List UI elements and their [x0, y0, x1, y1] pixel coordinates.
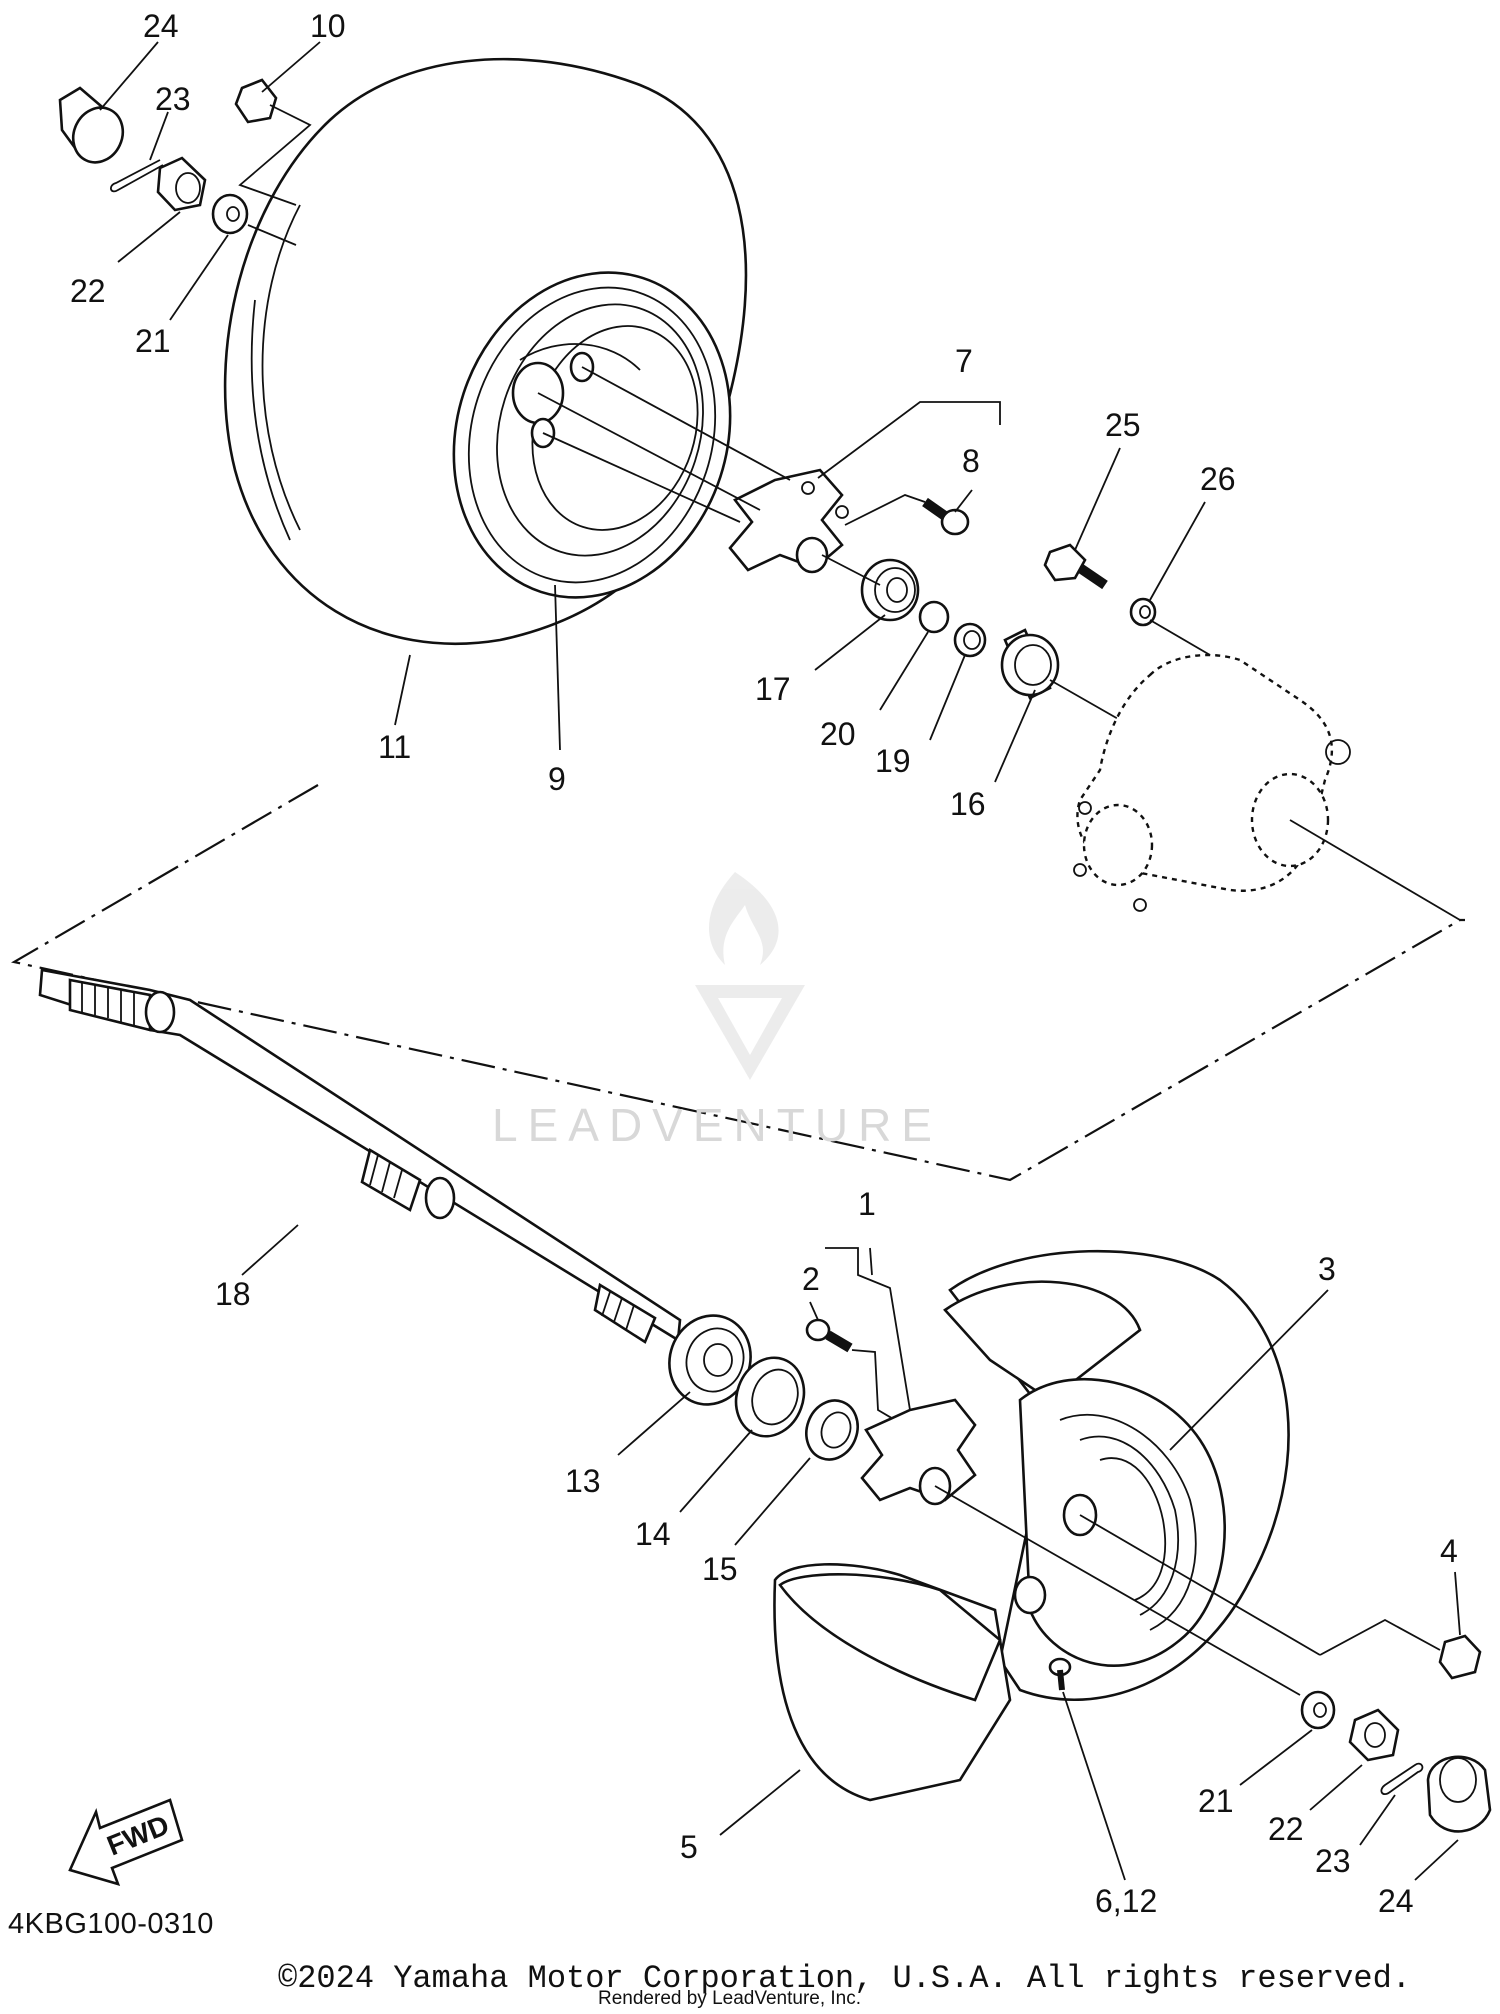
oil-seal-15: [805, 1399, 859, 1461]
o-ring-20: [918, 600, 950, 634]
diagram-code: 4KBG100-0310: [8, 1908, 214, 1940]
nut-4: [1438, 1634, 1482, 1680]
leader-lines-upper: [99, 41, 1206, 783]
callout-23-upper: 23: [155, 81, 191, 117]
callout-15: 15: [702, 1551, 738, 1587]
callout-19: 19: [875, 743, 911, 779]
callout-25: 25: [1105, 407, 1141, 443]
callout-22-upper: 22: [70, 273, 106, 309]
callout-24-lower: 24: [1378, 1883, 1414, 1919]
oil-seal-14: [734, 1356, 806, 1438]
callout-21-lower: 21: [1198, 1783, 1234, 1819]
bolt-8: [922, 497, 970, 536]
valve-stem-6-12: [1048, 1657, 1072, 1691]
axle-envelope-line: [11, 784, 1465, 1182]
callout-3: 3: [1318, 1251, 1336, 1287]
nut-10: [234, 78, 278, 124]
bolt-25: [1043, 543, 1108, 590]
callout-11: 11: [378, 729, 411, 765]
callout-18: 18: [215, 1276, 251, 1312]
callout-20: 20: [820, 716, 856, 752]
hub-7: [728, 468, 849, 574]
callout-7: 7: [955, 343, 973, 379]
washer-26: [1129, 597, 1157, 627]
callout-1: 1: [858, 1186, 876, 1222]
callout-numbers: 24 10 23 22 21 7 8 25 26 17 20 19 16 11 …: [70, 8, 1458, 1919]
callout-6-12: 6,12: [1095, 1883, 1157, 1919]
watermark-logo: [695, 872, 805, 1080]
cotter-pin-23-upper: [110, 159, 164, 193]
copyright-notice: ©2024 Yamaha Motor Corporation, U.S.A. A…: [278, 1960, 1411, 1997]
cap-24-lower: [1426, 1755, 1492, 1833]
hub-1: [860, 1398, 977, 1506]
callout-10: 10: [310, 8, 346, 44]
callout-9: 9: [548, 761, 566, 797]
washer-21-lower: [1300, 1690, 1336, 1730]
callout-14: 14: [635, 1516, 671, 1552]
cotter-pin-23-lower: [1380, 1762, 1424, 1796]
rear-axle-18: [38, 968, 682, 1344]
callout-8: 8: [962, 443, 980, 479]
rendered-by-note: Rendered by LeadVenture, Inc.: [598, 1988, 862, 2009]
fwd-arrow-icon: FWD: [68, 1798, 184, 1886]
leader-lines-lower: [241, 1224, 1461, 1881]
watermark-text: LEADVENTURE: [492, 1099, 942, 1151]
cap-24-upper: [58, 86, 125, 164]
callout-2: 2: [802, 1261, 820, 1297]
callout-21-upper: 21: [135, 323, 171, 359]
washer-21-upper: [211, 193, 249, 235]
bearing-17: [860, 558, 920, 622]
bearing-13: [668, 1314, 752, 1406]
callout-22-lower: 22: [1268, 1811, 1304, 1847]
nut-22-upper: [156, 156, 207, 212]
callout-13: 13: [565, 1463, 601, 1499]
bolt-2: [805, 1318, 853, 1353]
nut-22-lower: [1348, 1708, 1400, 1762]
bearing-16: [1000, 628, 1060, 700]
callout-16: 16: [950, 786, 986, 822]
callout-4: 4: [1440, 1533, 1458, 1569]
callout-24-upper: 24: [143, 8, 179, 44]
final-drive-housing: [1073, 653, 1351, 912]
tire-5: [773, 1563, 1012, 1802]
callout-26: 26: [1200, 461, 1236, 497]
callout-5: 5: [680, 1829, 698, 1865]
callout-17: 17: [755, 671, 791, 707]
collar-19: [953, 622, 987, 658]
wheel-rim-9: [452, 271, 732, 599]
callout-23-lower: 23: [1315, 1843, 1351, 1879]
